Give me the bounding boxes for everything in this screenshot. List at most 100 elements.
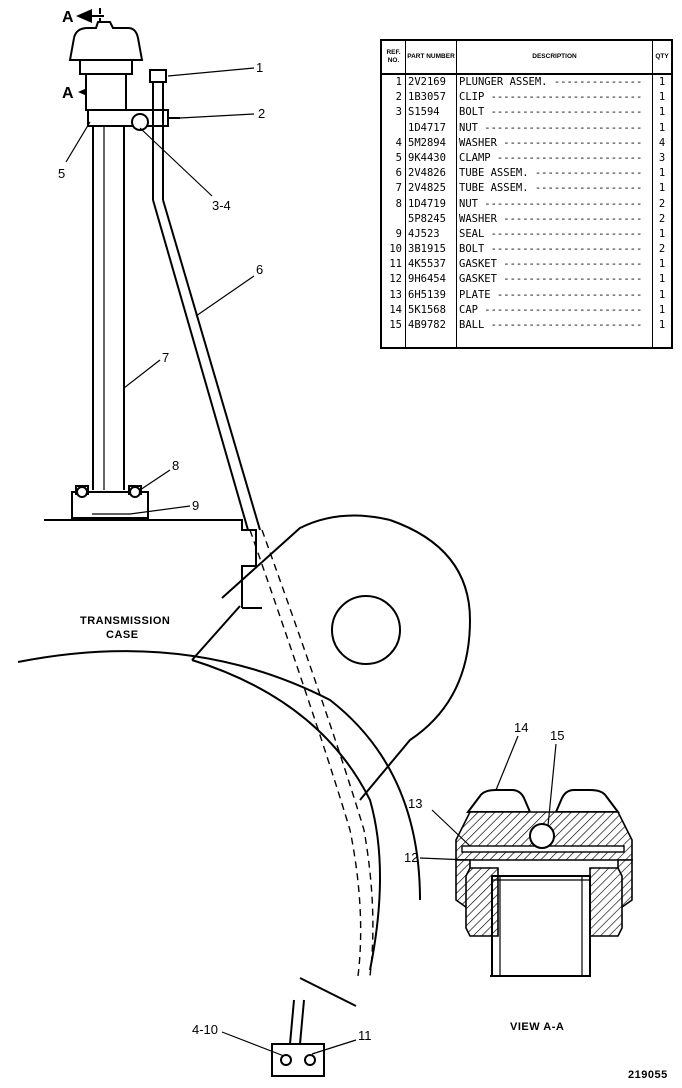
callout-14: 14 <box>514 720 528 735</box>
callout-2: 2 <box>258 106 265 121</box>
table-cell-desc: GASKET ---------------------- <box>459 258 643 271</box>
table-cell-qty: 2 <box>658 212 666 225</box>
table-cell-qty: 2 <box>658 197 666 210</box>
table-cell-desc: WASHER ---------------------- <box>459 212 643 225</box>
marker-letter-bottom: A <box>62 85 74 102</box>
table-cell-desc: CLIP ------------------------ <box>459 91 643 104</box>
table-cell-qty: 2 <box>658 243 666 256</box>
table-cell-ref: 12 <box>389 273 402 286</box>
callout-5: 5 <box>58 166 65 181</box>
header-part-number: PART NUMBER <box>406 41 457 73</box>
column-qty: 1 1 1 1 4 3 1 1 2 2 1 2 1 1 1 1 1 <box>653 75 671 347</box>
view-a-a-label: VIEW A-A <box>510 1021 564 1033</box>
table-cell-desc: TUBE ASSEM. ----------------- <box>459 167 643 180</box>
table-header: REF. NO. PART NUMBER DESCRIPTION QTY <box>382 41 671 75</box>
table-cell-ref: 13 <box>389 288 402 301</box>
callouts: 1 2 3-4 5 6 7 8 9 4-10 11 <box>58 60 372 1057</box>
table-cell-part: 6H5139 <box>408 288 446 301</box>
vertical-tube <box>92 126 125 490</box>
callout-8: 8 <box>172 458 179 473</box>
table-cell-desc: BOLT ------------------------ <box>459 243 643 256</box>
table-cell-qty: 1 <box>658 258 666 271</box>
table-cell-ref: 1 <box>395 76 402 88</box>
table-cell-desc: CLAMP ----------------------- <box>459 151 643 164</box>
callout-12: 12 <box>404 850 418 865</box>
callout-13: 13 <box>408 796 422 811</box>
table-cell-desc: BOLT ------------------------ <box>459 106 643 119</box>
table-cell-qty: 1 <box>658 121 666 134</box>
table-cell-ref: 14 <box>389 303 402 316</box>
bottom-fitting <box>271 999 325 1077</box>
table-cell-desc: NUT ------------------------- <box>459 197 643 210</box>
table-cell-qty: 1 <box>658 91 666 104</box>
table-cell-part: 5M2894 <box>408 136 446 149</box>
table-cell-desc: GASKET ---------------------- <box>459 273 643 286</box>
table-cell-ref: 10 <box>389 243 402 256</box>
view-a-a-section <box>455 789 633 977</box>
table-cell-ref: 5 <box>395 151 402 164</box>
table-cell-qty: 1 <box>658 106 666 119</box>
table-cell-desc: NUT ------------------------- <box>459 121 643 134</box>
header-qty: QTY <box>655 53 669 60</box>
drawing-number: 219055 <box>628 1069 668 1081</box>
table-cell-qty: 1 <box>658 182 666 195</box>
table-cell-qty: 1 <box>658 227 666 240</box>
table-cell-qty: 1 <box>658 288 666 301</box>
table-cell-ref: 7 <box>395 182 402 195</box>
table-cell-ref: 15 <box>389 319 402 331</box>
table-cell-part: 9K4430 <box>408 151 446 164</box>
table-cell-desc: WASHER ---------------------- <box>459 136 643 149</box>
table-cell-part: 1B3057 <box>408 91 446 104</box>
case-label-line1: TRANSMISSION <box>80 615 170 627</box>
table-cell-ref: 2 <box>395 91 402 104</box>
table-cell-ref: 4 <box>395 136 402 149</box>
table-cell-ref <box>382 212 405 227</box>
table-cell-part: S1594 <box>408 106 440 119</box>
table-cell-ref: 8 <box>395 197 402 210</box>
table-cell-part: 2V2169 <box>408 76 446 88</box>
table-cell-part: 5P8245 <box>408 212 446 225</box>
table-cell-part: 4J523 <box>408 227 440 240</box>
table-cell-part: 4B9782 <box>408 319 446 331</box>
table-cell-desc: TUBE ASSEM. ----------------- <box>459 182 643 195</box>
case-label-line2: CASE <box>106 629 139 641</box>
table-cell-qty: 1 <box>658 76 666 88</box>
clamp-upper <box>87 109 180 131</box>
table-cell-part: 2V4826 <box>408 167 446 180</box>
table-cell-part: 3B1915 <box>408 243 446 256</box>
table-cell-desc: BALL ------------------------ <box>459 319 643 331</box>
callout-15: 15 <box>550 728 564 743</box>
header-ref-no: REF. NO. <box>382 41 406 73</box>
angled-tube <box>149 69 374 1007</box>
table-cell-part: 1D4719 <box>408 197 446 210</box>
table-cell-qty: 3 <box>658 151 666 164</box>
table-cell-ref: 11 <box>389 258 402 271</box>
marker-letter-top: A <box>62 9 74 26</box>
callout-3-4: 3-4 <box>212 198 231 213</box>
transmission-case <box>17 514 472 971</box>
table-cell-qty: 1 <box>658 167 666 180</box>
callout-6: 6 <box>256 262 263 277</box>
callout-9: 9 <box>192 498 199 513</box>
table-cell-part: 1D4717 <box>408 121 446 134</box>
table-cell-qty: 1 <box>658 273 666 286</box>
callout-4-10: 4-10 <box>192 1022 218 1037</box>
table-cell-desc: SEAL ------------------------ <box>459 227 643 240</box>
callout-11: 11 <box>358 1028 372 1043</box>
table-cell-qty: 4 <box>658 136 666 149</box>
table-cell-qty: 1 <box>658 319 666 331</box>
table-cell-qty: 1 <box>658 303 666 316</box>
header-description: DESCRIPTION <box>457 41 653 73</box>
table-cell-desc: PLATE ----------------------- <box>459 288 643 301</box>
table-cell-part: 5K1568 <box>408 303 446 316</box>
table-cell-part: 2V4825 <box>408 182 446 195</box>
table-cell-ref: 6 <box>395 167 402 180</box>
breather-cap <box>68 21 144 111</box>
table-cell-desc: PLUNGER ASSEM. -------------- <box>459 76 643 88</box>
callout-1: 1 <box>256 60 263 75</box>
table-cell-ref: 9 <box>395 227 402 240</box>
